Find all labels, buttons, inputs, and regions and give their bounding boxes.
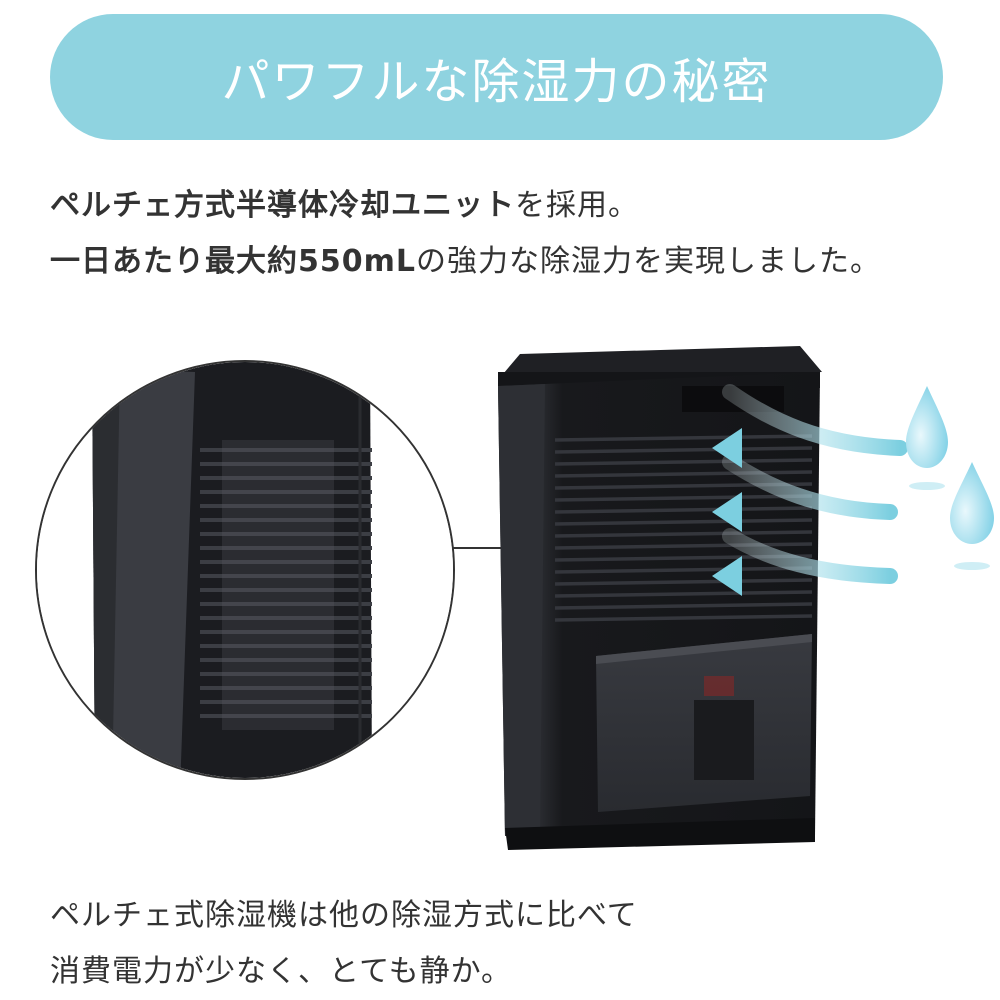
intro-line-1-bold: ペルチェ方式半導体冷却ユニット <box>50 188 515 223</box>
title-banner: パワフルな除湿力の秘密 <box>50 14 943 140</box>
product-illustration <box>35 346 994 850</box>
arrow-heads <box>712 428 742 596</box>
intro-line-2: 一日あたり最大約550mLの強力な除湿力を実現しました。 <box>50 234 980 290</box>
dehumidifier-unit <box>498 346 822 850</box>
intro-line-1-rest: を採用。 <box>515 188 639 223</box>
banner-title: パワフルな除湿力の秘密 <box>221 54 772 110</box>
water-drop-icon <box>906 386 948 490</box>
intro-line-2-b: の強力な除湿力を実現しました。 <box>416 244 881 279</box>
footer-line-2: 消費電力が少なく、とても静か。 <box>50 954 512 989</box>
intro-line-1: ペルチェ方式半導体冷却ユニットを採用。 <box>50 178 980 234</box>
footer-line-1: ペルチェ式除湿機は他の除湿方式に比べて <box>50 898 638 933</box>
water-drop-icon <box>950 462 994 570</box>
zoom-detail-circle <box>35 360 455 780</box>
intro-line-2-a: 一日あたり最大約550mL <box>50 244 416 279</box>
intro-text: ペルチェ方式半導体冷却ユニットを採用。 一日あたり最大約550mLの強力な除湿力… <box>50 178 980 290</box>
airflow-arrows <box>722 384 908 584</box>
footer-text: ペルチェ式除湿機は他の除湿方式に比べて 消費電力が少なく、とても静か。 <box>50 888 980 1000</box>
